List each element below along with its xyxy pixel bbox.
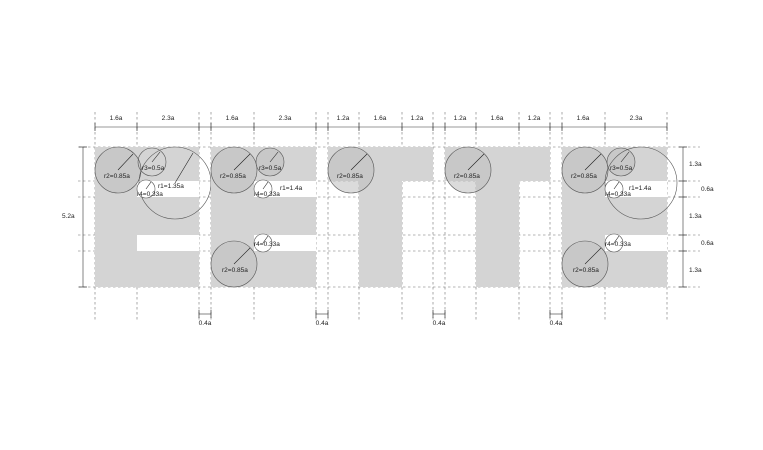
letter-t-1: r2=0.85a [327,146,433,287]
right-dimension-chain: 1.3a 0.6a 1.3a 0.6a 1.3a [679,146,714,288]
label-r2-e3b: r2=0.85a [573,267,599,274]
label-r3-e3: r3=0.5a [610,165,633,172]
label-r1-e2: r1=1.4a [280,185,303,192]
right-dim-label: 0.6a [701,240,714,247]
letter-e-1: r2=0.85a r3=0.5a r1=1.35a r4=0.33a [94,146,212,287]
right-dim-label: 0.6a [701,186,714,193]
label-r2-t2: r2=0.85a [454,173,480,180]
label-r2-t1: r2=0.85a [337,173,363,180]
top-dim-label: 1.2a [337,115,350,122]
top-dim-label: 1.2a [454,115,467,122]
letter-e-2: r2=0.85a r3=0.5a r1=1.4a r4=0.33a r4=0.3… [210,146,316,288]
top-dim-label: 1.2a [411,115,424,122]
top-dim-label: 1.6a [110,115,123,122]
label-r2-e3: r2=0.85a [571,173,597,180]
letter-e-3: r2=0.85a r3=0.5a r1=1.4a r4=0.33a r4=0.3… [561,146,678,288]
top-dim-label: 2.3a [162,115,175,122]
gap-dim-label: 0.4a [316,320,329,327]
left-dimension: 5.2a [62,146,87,288]
label-r3-e1: r3=0.5a [142,165,165,172]
label-r4-e3b: r4=0.33a [605,241,631,248]
right-dim-label: 1.3a [689,161,702,168]
label-r2-e2b: r2=0.85a [222,267,248,274]
top-dim-label: 1.6a [491,115,504,122]
gap-dimensions: 0.4a 0.4a 0.4a 0.4a [198,310,563,327]
gap-dim-label: 0.4a [199,320,212,327]
top-dim-label: 1.6a [577,115,590,122]
label-r4-e1: r4=0.33a [137,191,163,198]
label-r2-e1: r2=0.85a [104,173,130,180]
gap-dim-label: 0.4a [433,320,446,327]
top-dim-label: 2.3a [279,115,292,122]
label-r2-e2: r2=0.85a [220,173,246,180]
top-dim-label: 2.3a [630,115,643,122]
top-dim-label: 1.6a [226,115,239,122]
label-r1-e1: r1=1.35a [158,183,184,190]
label-r4-e2a: r4=0.33a [254,191,280,198]
gap-dim-label: 0.4a [550,320,563,327]
label-r4-e3a: r4=0.33a [605,191,631,198]
right-dim-label: 1.3a [689,213,702,220]
label-r4-e2b: r4=0.33a [254,241,280,248]
letter-t-2: r2=0.85a [444,146,550,287]
left-dim-label: 5.2a [62,213,75,220]
top-dim-label: 1.2a [528,115,541,122]
right-dim-label: 1.3a [689,267,702,274]
top-dim-label: 1.6a [374,115,387,122]
label-r1-e3: r1=1.4a [629,185,652,192]
label-r3-e2: r3=0.5a [259,165,282,172]
top-dimension-chain: 1.6a 2.3a 1.6a 2.3a 1.2a 1.6a 1.2a 1.2a … [94,115,668,131]
